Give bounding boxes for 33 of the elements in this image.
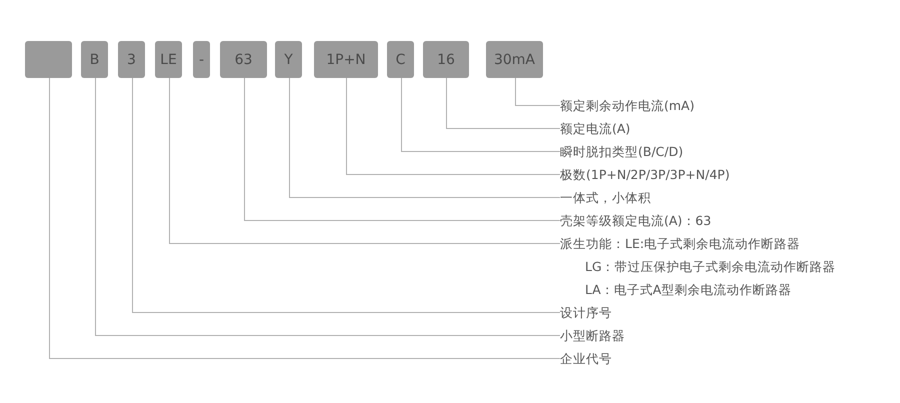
leader-line	[446, 78, 560, 129]
code-box: 1P+N	[314, 41, 378, 78]
description-text: 极数(1P+N/2P/3P/3P+N/4P)	[560, 166, 730, 184]
description-text: 额定剩余动作电流(mA)	[560, 96, 694, 114]
code-box: 3	[118, 41, 145, 78]
leader-line	[515, 78, 560, 106]
description-text: 一体式，小体积	[560, 188, 651, 206]
description-text: 派生功能：LE:电子式剩余电流动作断路器	[560, 234, 802, 252]
code-box	[25, 41, 72, 78]
leader-line	[289, 78, 560, 198]
code-box: B	[81, 41, 108, 78]
description-text: 瞬时脱扣类型(B/C/D)	[560, 142, 684, 160]
code-box: Y	[275, 41, 302, 78]
leader-line	[49, 78, 560, 359]
leader-line	[169, 78, 560, 244]
leader-line	[346, 78, 560, 175]
description-text: 设计序号	[560, 304, 612, 322]
code-box: LE	[155, 41, 182, 78]
leader-line	[95, 78, 560, 336]
leader-line	[132, 78, 560, 313]
description-text: 额定电流(A)	[560, 120, 630, 138]
description-text: LG：带过压保护电子式剩余电流动作断路器	[584, 258, 836, 276]
description-text: 壳架等级额定电流(A)：63	[560, 212, 712, 230]
code-box: 63	[220, 41, 267, 78]
description-text: 小型断路器	[560, 326, 625, 344]
code-box: 30mA	[486, 41, 543, 78]
code-box: C	[387, 41, 414, 78]
description-text: 企业代号	[560, 350, 612, 368]
code-box: 16	[423, 41, 469, 78]
description-text: LA：电子式A型剩余电流动作断路器	[584, 280, 792, 298]
leader-line	[244, 78, 560, 221]
leader-line	[401, 78, 560, 152]
code-box: -	[193, 41, 210, 78]
